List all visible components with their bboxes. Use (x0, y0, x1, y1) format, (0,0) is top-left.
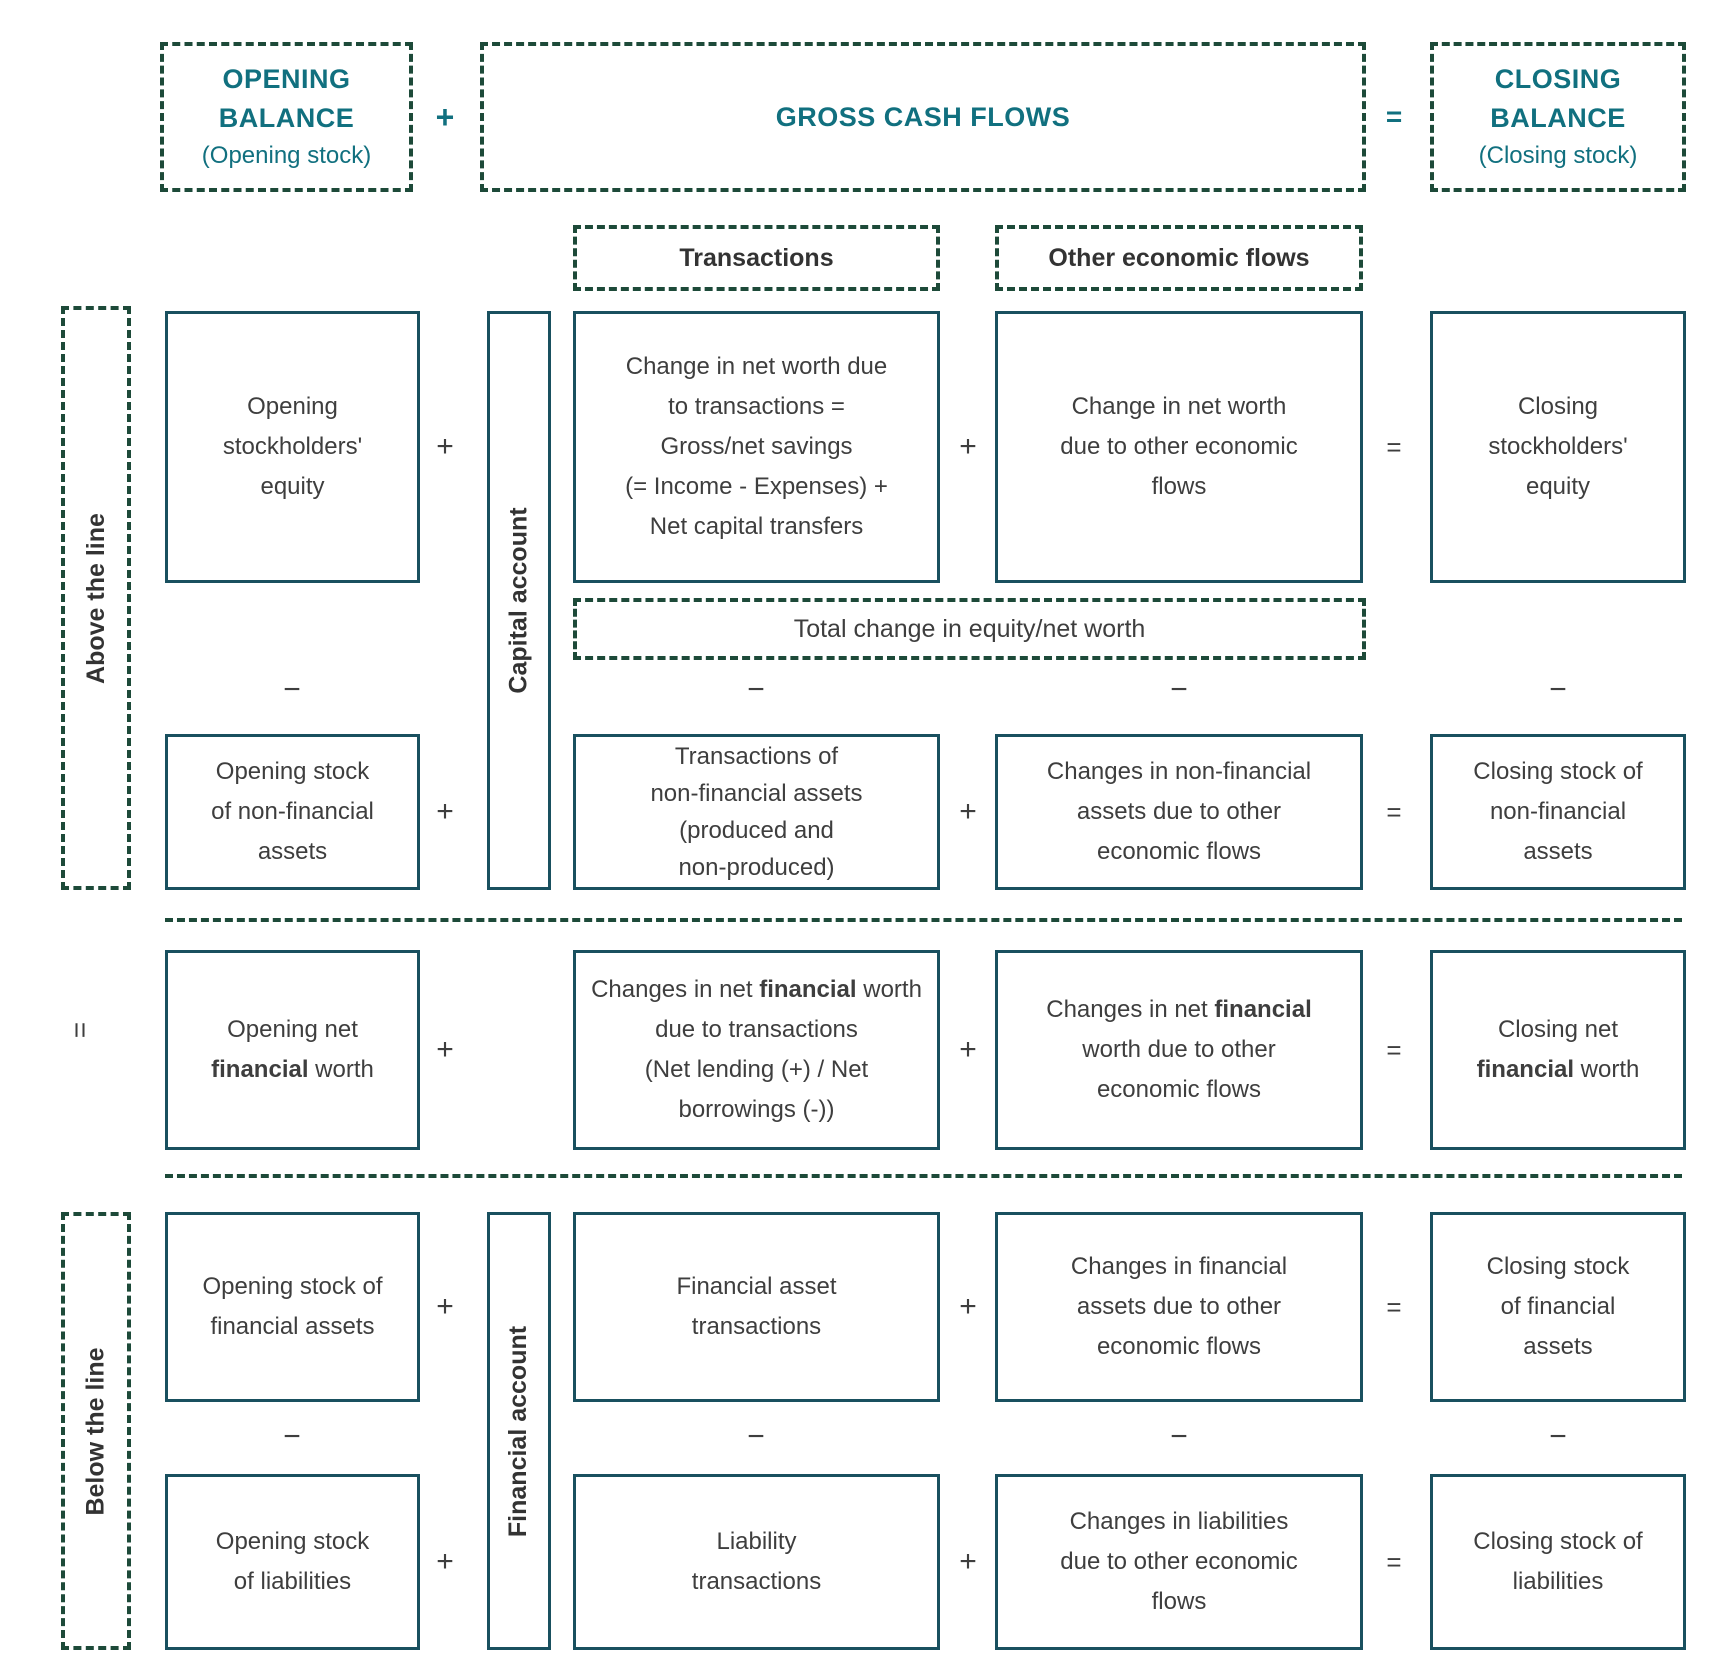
liability-transactions-label: Liability transactions (691, 1528, 822, 1595)
closing-net-financial-worth-label: Closing net financial worth (1476, 1016, 1640, 1083)
change-net-worth-other-flows-box: Change in net worth due to other economi… (995, 311, 1363, 583)
transactions-nonfinancial-box: Transactions of non-financial assets (pr… (573, 734, 940, 890)
row2-equals: = (1386, 796, 1402, 827)
change-net-worth-transactions-label: Change in net worth due to transactions … (625, 353, 888, 540)
lower-minus-col2: − (747, 1420, 765, 1453)
change-net-worth-other-flows-label: Change in net worth due to other economi… (1060, 393, 1298, 500)
changes-net-financial-transactions-box: Changes in net financial worth due to tr… (573, 950, 940, 1150)
opening-stock-nonfinancial-box: Opening stock of non-financial assets (165, 734, 420, 890)
upper-minus-col1: − (283, 673, 301, 706)
above-the-line-bracket: Above the line (61, 306, 131, 890)
row1-plus-1: + (436, 430, 454, 463)
changes-net-financial-other-flows-label: Changes in net financial worth due to ot… (1046, 996, 1312, 1103)
row4-plus-1: + (436, 1290, 454, 1323)
opening-stockholders-equity-label: Opening stockholders' equity (222, 393, 363, 500)
opening-balance-subtitle: (Opening stock) (201, 142, 372, 169)
header-equals-operator: = (1385, 101, 1403, 132)
closing-stock-financial-assets-label: Closing stock of financial assets (1486, 1253, 1630, 1360)
closing-stock-liabilities-label: Closing stock of liabilities (1473, 1528, 1643, 1595)
closing-stock-financial-assets-box: Closing stock of financial assets (1430, 1212, 1686, 1402)
row5-plus-1: + (436, 1545, 454, 1578)
closing-balance-subtitle: (Closing stock) (1478, 142, 1638, 169)
middle-row-equals: = (64, 1021, 96, 1039)
below-the-line-label: Below the line (81, 1346, 110, 1516)
opening-net-financial-worth-box: Opening net financial worth (165, 950, 420, 1150)
total-change-equity-banner: Total change in equity/net worth (573, 598, 1366, 660)
closing-stock-liabilities-box: Closing stock of liabilities (1430, 1474, 1686, 1650)
row3-plus-2: + (959, 1033, 977, 1066)
financial-asset-transactions-label: Financial asset transactions (676, 1273, 837, 1340)
financial-account-label: Financial account (504, 1325, 533, 1537)
transactions-header-box: Transactions (573, 225, 940, 291)
opening-stock-nonfinancial-label: Opening stock of non-financial assets (211, 758, 374, 865)
opening-balance-title: OPENING BALANCE (218, 64, 355, 133)
row5-plus-2: + (959, 1545, 977, 1578)
closing-balance-header-box: CLOSING BALANCE (Closing stock) (1430, 42, 1686, 192)
financial-account-strip: Financial account (487, 1212, 551, 1650)
gross-cash-flows-title: GROSS CASH FLOWS (775, 101, 1071, 132)
upper-minus-col2: − (747, 673, 765, 706)
closing-stock-nonfinancial-label: Closing stock of non-financial assets (1473, 758, 1643, 865)
lower-minus-col1: − (283, 1420, 301, 1453)
total-change-equity-label: Total change in equity/net worth (793, 615, 1146, 643)
changes-nonfinancial-other-flows-label: Changes in non-financial assets due to o… (1046, 758, 1312, 865)
closing-net-financial-worth-box: Closing net financial worth (1430, 950, 1686, 1150)
upper-minus-col3: − (1170, 673, 1188, 706)
transactions-header-label: Transactions (679, 243, 834, 272)
opening-stock-financial-assets-label: Opening stock of financial assets (202, 1273, 383, 1340)
closing-stock-nonfinancial-box: Closing stock of non-financial assets (1430, 734, 1686, 890)
gross-cash-flows-header-box: GROSS CASH FLOWS (480, 42, 1366, 192)
capital-account-label: Capital account (504, 507, 533, 694)
liability-transactions-box: Liability transactions (573, 1474, 940, 1650)
changes-financial-assets-other-flows-box: Changes in financial assets due to other… (995, 1212, 1363, 1402)
middle-row-equals-wrap: = (56, 1008, 104, 1052)
other-economic-flows-header-label: Other economic flows (1048, 243, 1310, 272)
other-economic-flows-header-box: Other economic flows (995, 225, 1363, 291)
row4-plus-2: + (959, 1290, 977, 1323)
changes-net-financial-other-flows-box: Changes in net financial worth due to ot… (995, 950, 1363, 1150)
closing-stockholders-equity-label: Closing stockholders' equity (1488, 393, 1628, 500)
opening-stock-liabilities-box: Opening stock of liabilities (165, 1474, 420, 1650)
row2-plus-1: + (436, 795, 454, 828)
below-middle-divider (165, 1174, 1682, 1178)
changes-nonfinancial-other-flows-box: Changes in non-financial assets due to o… (995, 734, 1363, 890)
change-net-worth-transactions-box: Change in net worth due to transactions … (573, 311, 940, 583)
lower-minus-col4: − (1549, 1420, 1567, 1453)
financial-asset-transactions-box: Financial asset transactions (573, 1212, 940, 1402)
closing-stockholders-equity-box: Closing stockholders' equity (1430, 311, 1686, 583)
above-the-line-label: Above the line (81, 512, 110, 684)
row1-plus-2: + (959, 430, 977, 463)
opening-stock-liabilities-label: Opening stock of liabilities (215, 1528, 370, 1595)
capital-account-strip: Capital account (487, 311, 551, 890)
row1-equals: = (1386, 431, 1402, 462)
row3-plus-1: + (436, 1033, 454, 1066)
upper-minus-col4: − (1549, 673, 1567, 706)
row5-equals: = (1386, 1546, 1402, 1577)
transactions-nonfinancial-label: Transactions of non-financial assets (pr… (650, 743, 863, 881)
changes-net-financial-transactions-label: Changes in net financial worth due to tr… (591, 976, 922, 1123)
header-plus-operator: + (435, 98, 455, 135)
opening-balance-header-box: OPENING BALANCE (Opening stock) (160, 42, 413, 192)
changes-financial-assets-other-flows-label: Changes in financial assets due to other… (1070, 1253, 1288, 1360)
changes-liabilities-other-flows-label: Changes in liabilities due to other econ… (1060, 1508, 1298, 1615)
changes-liabilities-other-flows-box: Changes in liabilities due to other econ… (995, 1474, 1363, 1650)
row3-equals: = (1386, 1034, 1402, 1065)
opening-net-financial-worth-label: Opening net financial worth (211, 1016, 374, 1083)
lower-minus-col3: − (1170, 1420, 1188, 1453)
above-middle-divider (165, 918, 1682, 922)
closing-balance-title: CLOSING BALANCE (1490, 64, 1626, 133)
row4-equals: = (1386, 1291, 1402, 1322)
row2-plus-2: + (959, 795, 977, 828)
below-the-line-bracket: Below the line (61, 1212, 131, 1650)
opening-stockholders-equity-box: Opening stockholders' equity (165, 311, 420, 583)
opening-stock-financial-assets-box: Opening stock of financial assets (165, 1212, 420, 1402)
